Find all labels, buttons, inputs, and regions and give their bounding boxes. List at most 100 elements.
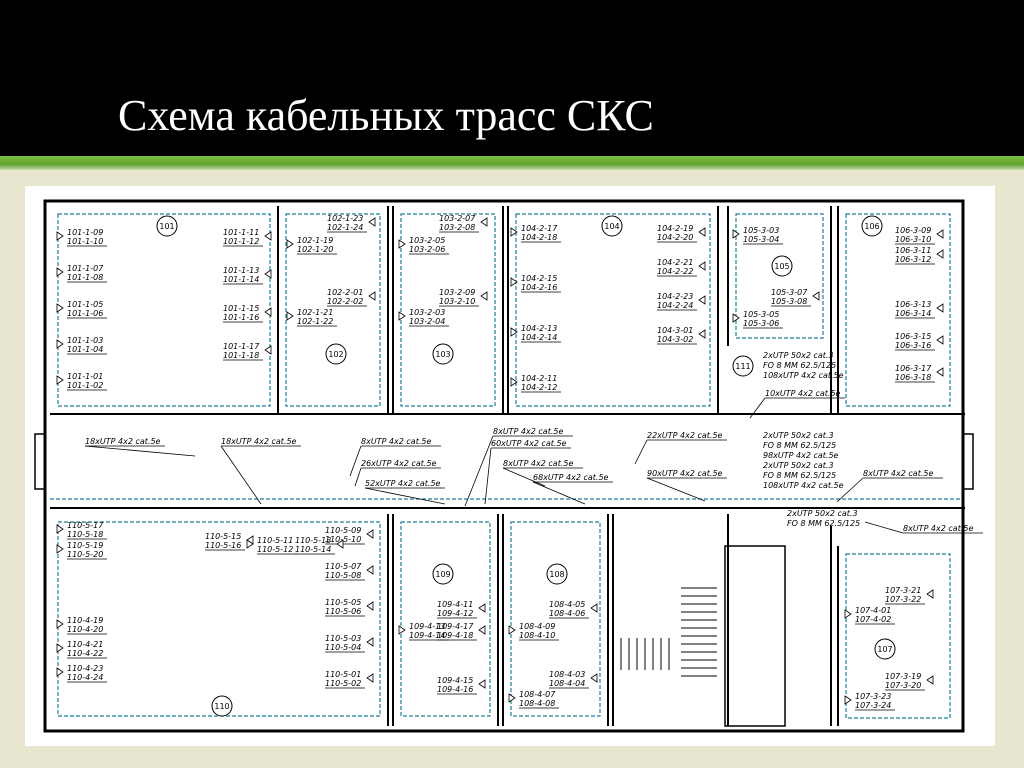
outlet-label: 101-1-02 <box>67 381 103 390</box>
outlet-label: 104-2-22 <box>657 267 693 276</box>
room-marker <box>601 215 623 237</box>
outlet-label: 108-4-05 <box>549 600 585 609</box>
window <box>34 433 46 490</box>
window <box>962 433 974 490</box>
cable-route <box>510 521 601 717</box>
outlet-label: 110-5-15 <box>205 532 241 541</box>
cable-block-line: 108xUTP 4x2 cat.5e <box>763 481 844 490</box>
cable-block-line: 2xUTP 50x2 cat.3 <box>763 351 834 360</box>
outlet-label: 110-4-23 <box>67 664 103 673</box>
cable-label: 22xUTP 4x2 cat.5e <box>647 431 723 440</box>
outlet-icon <box>936 303 944 313</box>
outlet-label: 103-2-05 <box>409 236 445 245</box>
outlet-label: 105-3-05 <box>743 310 779 319</box>
outlet-icon <box>510 377 518 387</box>
room-marker <box>432 343 454 365</box>
cable-label: 10xUTP 4x2 cat.5e <box>765 389 841 398</box>
outlet-icon <box>844 695 852 705</box>
outlet-label: 108-4-03 <box>549 670 585 679</box>
cable-leader <box>349 445 362 477</box>
outlet-label: 102-1-21 <box>297 308 333 317</box>
outlet-label: 104-2-18 <box>521 233 557 242</box>
cable-block-line: FO 8 MM 62.5/125 <box>787 519 860 528</box>
outlet-icon <box>478 625 486 635</box>
outlet-label: 110-5-12 <box>257 545 293 554</box>
outlet-label: 106-3-11 <box>895 246 931 255</box>
outlet-label: 104-2-21 <box>657 258 693 267</box>
outlet-label: 110-4-20 <box>67 625 103 634</box>
outlet-label: 106-3-18 <box>895 373 931 382</box>
outlet-label: 105-3-03 <box>743 226 779 235</box>
outlet-label: 108-4-06 <box>549 609 585 618</box>
outlet-label: 101-1-08 <box>67 273 103 282</box>
outlet-label: 101-1-07 <box>67 264 104 273</box>
cable-leader <box>464 435 494 507</box>
outlet-label: 110-4-19 <box>67 616 103 625</box>
outlet-label: 110-5-02 <box>325 679 361 688</box>
cable-block-line: 108xUTP 4x2 cat.5e <box>763 371 844 380</box>
cable-leader <box>646 477 706 502</box>
outlet-label: 103-2-07 <box>439 214 476 223</box>
room-marker <box>211 695 233 717</box>
cable-label: 52xUTP 4x2 cat.5e <box>365 479 441 488</box>
outlet-label: 106-3-10 <box>895 235 931 244</box>
outlet-label: 108-4-04 <box>549 679 585 688</box>
outlet-icon <box>510 227 518 237</box>
outlet-label: 104-3-01 <box>657 326 693 335</box>
outlet-label: 101-1-15 <box>223 304 259 313</box>
outlet-icon <box>366 529 374 539</box>
outlet-label: 103-2-09 <box>439 288 475 297</box>
outlet-label: 101-1-18 <box>223 351 259 360</box>
outlet-label: 107-3-24 <box>855 701 891 710</box>
outlet-icon <box>698 329 706 339</box>
slide-header: Схема кабельных трасс СКС <box>0 0 1024 156</box>
outlet-icon <box>936 367 944 377</box>
outlet-icon <box>732 313 740 323</box>
outlet-icon <box>510 327 518 337</box>
outlet-label: 102-1-20 <box>297 245 333 254</box>
outlet-label: 110-5-13 <box>295 536 331 545</box>
room-label: 111 <box>735 362 750 371</box>
outlet-icon <box>480 291 488 301</box>
cable-leader <box>836 477 864 503</box>
outlet-icon <box>936 335 944 345</box>
outlet-label: 110-5-05 <box>325 598 361 607</box>
outlet-icon <box>56 619 64 629</box>
outlet-label: 110-5-17 <box>67 521 104 530</box>
outlet-label: 101-1-17 <box>223 342 260 351</box>
cable-leader <box>634 439 648 465</box>
outlet-label: 107-3-19 <box>885 672 921 681</box>
outlet-label: 105-3-07 <box>771 288 808 297</box>
cable-leader <box>749 397 766 419</box>
outlet-label: 106-3-17 <box>895 364 932 373</box>
outlet-label: 101-1-06 <box>67 309 103 318</box>
outlet-icon <box>590 603 598 613</box>
outlet-label: 103-2-06 <box>409 245 445 254</box>
outlet-icon <box>508 625 516 635</box>
outlet-label: 110-5-10 <box>325 535 361 544</box>
outlet-label: 109-4-11 <box>437 600 473 609</box>
outlet-label: 102-1-19 <box>297 236 333 245</box>
cable-label: 8xUTP 4x2 cat.5e <box>361 437 431 446</box>
room-label: 103 <box>435 350 450 359</box>
outlet-label: 104-3-02 <box>657 335 693 344</box>
outlet-label: 103-2-03 <box>409 308 445 317</box>
cable-route <box>735 213 824 339</box>
cable-route <box>400 213 496 407</box>
outlet-icon <box>264 231 272 241</box>
outlet-icon <box>56 643 64 653</box>
outlet-icon <box>844 609 852 619</box>
cable-block-line: FO 8 MM 62.5/125 <box>763 471 836 480</box>
outlet-label: 104-2-19 <box>657 224 693 233</box>
outlet-label: 104-2-14 <box>521 333 557 342</box>
outlet-label: 106-3-16 <box>895 341 931 350</box>
cable-block-line: 2xUTP 50x2 cat.3 <box>763 431 834 440</box>
outlet-label: 101-1-01 <box>67 372 103 381</box>
outlet-icon <box>398 239 406 249</box>
cable-leader <box>84 445 196 457</box>
outlet-label: 110-5-01 <box>325 670 361 679</box>
cable-leader <box>502 467 546 487</box>
outlet-label: 106-3-14 <box>895 309 931 318</box>
outlet-label: 102-1-23 <box>327 214 363 223</box>
